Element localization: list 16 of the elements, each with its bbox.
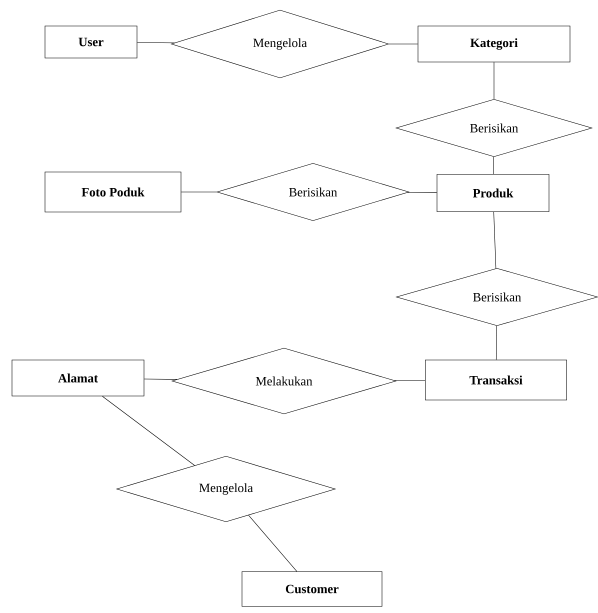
connector-line — [394, 380, 426, 381]
entity-box: Alamat — [12, 360, 144, 396]
connector-line — [137, 42, 175, 44]
connector-line — [248, 515, 298, 572]
connector-line — [102, 396, 195, 466]
entity-box: Kategori — [418, 26, 570, 62]
entity-box: Produk — [436, 174, 550, 212]
connector-line — [407, 192, 437, 193]
connector-line — [144, 378, 178, 380]
connector-line — [496, 326, 497, 360]
connector-line — [493, 156, 494, 174]
entity-box: Transaksi — [425, 360, 567, 400]
entity-box: Foto Poduk — [44, 172, 182, 212]
entity-box: Customer — [242, 571, 382, 607]
entity-box: User — [44, 26, 138, 58]
connector-line — [493, 212, 496, 269]
